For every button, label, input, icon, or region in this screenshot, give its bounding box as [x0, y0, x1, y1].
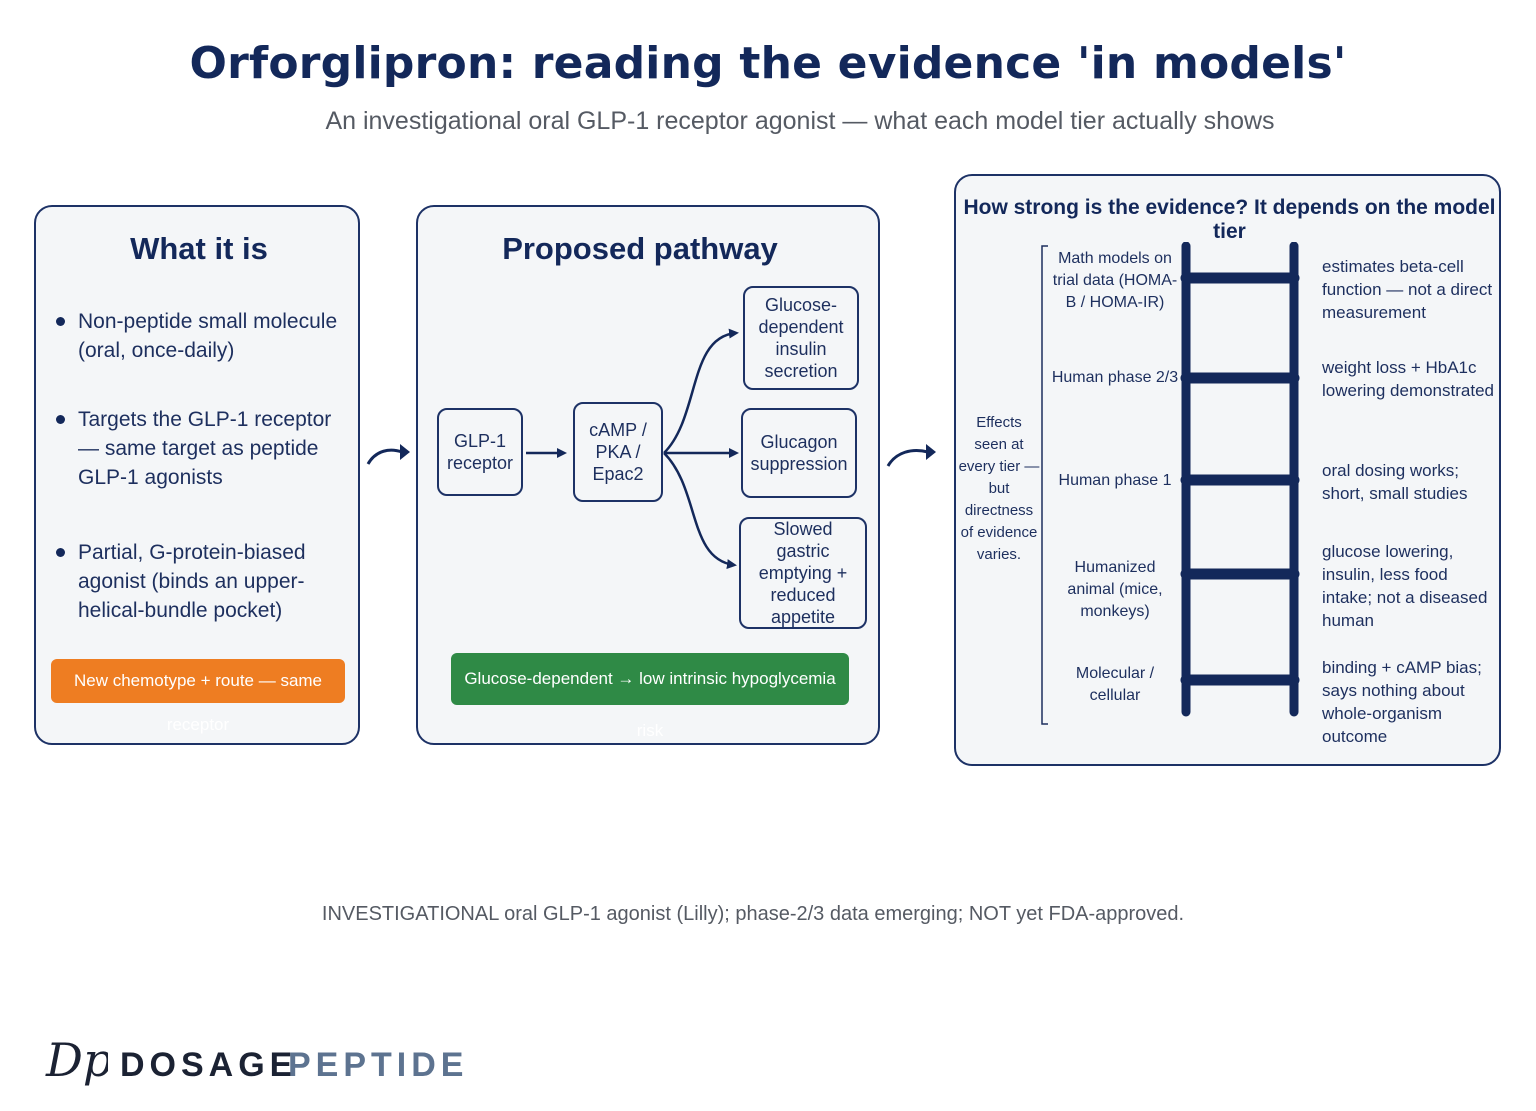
- arrow-camp-to-gastric: [663, 452, 737, 570]
- evidence-panel: How strong is the evidence? It depends o…: [954, 174, 1501, 766]
- brand-name-peptide: PEPTIDE: [288, 1046, 469, 1084]
- tier-note-humanized-animal: glucose lowering, insulin, less food int…: [1322, 542, 1488, 630]
- connector-arrow-2: [886, 444, 936, 467]
- arrow-camp-to-insulin: [663, 328, 739, 454]
- bullet-text: Partial, G-protein-biased agonist (binds…: [78, 541, 306, 622]
- page-title: Orforglipron: reading the evidence 'in m…: [189, 38, 1347, 89]
- node-glucagon-suppression: Glucagon suppression: [741, 408, 857, 498]
- tier-label-phase-1: Human phase 1: [1058, 472, 1172, 489]
- pathway-arrows: [526, 328, 739, 570]
- node-camp-pka-epac2: cAMP / PKA / Epac2: [573, 402, 663, 502]
- tier-label-math-models: Math models on trial data (HOMA-B / HOMA…: [1052, 250, 1178, 311]
- node-insulin-secretion: Glucose-dependent insulin secretion: [743, 286, 859, 390]
- tier-label-humanized-animal: Humanized animal (mice, monkeys): [1067, 559, 1163, 620]
- page-subtitle: An investigational oral GLP-1 receptor a…: [325, 107, 1275, 135]
- node-gastric-emptying: Slowed gastric emptying + reduced appeti…: [739, 517, 867, 629]
- pathway-heading: Proposed pathway: [502, 231, 778, 266]
- pathway-panel: Proposed pathway GLP-1 receptor cAMP / P…: [416, 205, 880, 745]
- evidence-heading: How strong is the evidence? It depends o…: [963, 196, 1496, 243]
- what-it-is-panel: What it is Non-peptide small molecule (o…: [34, 205, 360, 745]
- connector-arrow-1: [366, 444, 410, 465]
- tier-note-math-models: estimates beta-cell function — not a dir…: [1322, 257, 1493, 322]
- node-glp1-receptor: GLP-1 receptor: [437, 408, 523, 496]
- brand-logo-icon: Dp: [45, 1036, 108, 1087]
- tier-note-phase-2-3: weight loss + HbA1c lowering demonstrate…: [1322, 358, 1494, 400]
- pathway-badge: Glucose-dependent → low intrinsic hypogl…: [451, 653, 849, 740]
- bullet-text: Non-peptide small molecule (oral, once-d…: [78, 310, 338, 362]
- tier-label-phase-2-3: Human phase 2/3: [1051, 369, 1179, 386]
- what-it-is-badge: New chemotype + route — same receptor: [51, 659, 345, 734]
- footnote: INVESTIGATIONAL oral GLP-1 agonist (Lill…: [321, 903, 1185, 925]
- bullet-dot-icon: [56, 317, 65, 326]
- tier-note-phase-1: oral dosing works; short, small studies: [1322, 461, 1468, 503]
- evidence-ladder: [1180, 242, 1300, 717]
- what-it-is-heading: What it is: [130, 231, 268, 266]
- tier-note-molecular: binding + cAMP bias; says nothing about …: [1322, 658, 1482, 746]
- evidence-bracket: [1041, 245, 1048, 725]
- tier-label-molecular: Molecular / cellular: [1075, 665, 1155, 704]
- evidence-side-note: Effects seen at every tier — but directn…: [958, 414, 1040, 563]
- brand-name-dosage: DOSAGE: [120, 1046, 298, 1084]
- bullet-dot-icon: [56, 415, 65, 424]
- bullet-text: Targets the GLP-1 receptor — same target…: [78, 408, 332, 489]
- svg-text:Dp: Dp: [45, 1036, 108, 1087]
- bullet-dot-icon: [56, 548, 65, 557]
